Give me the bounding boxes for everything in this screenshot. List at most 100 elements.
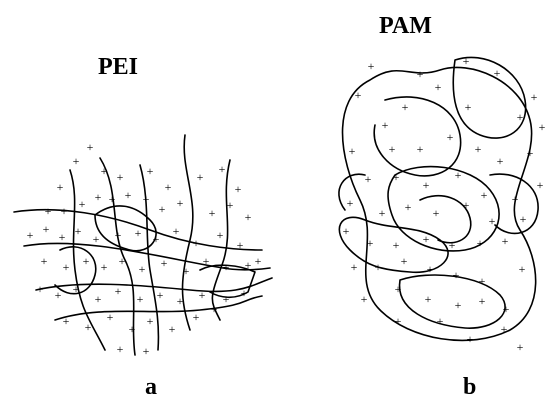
- charge-marker: +: [109, 192, 116, 206]
- charge-marker: +: [494, 66, 501, 80]
- charge-marker: +: [455, 298, 462, 312]
- caption-a: a: [145, 374, 157, 399]
- charge-marker: +: [125, 188, 132, 202]
- charge-marker: +: [503, 302, 510, 316]
- charge-marker: +: [193, 310, 200, 324]
- charge-marker: +: [129, 322, 136, 336]
- charge-marker: +: [455, 168, 462, 182]
- charge-marker: +: [435, 80, 442, 94]
- charge-marker: +: [63, 314, 70, 328]
- charge-marker: +: [223, 292, 230, 306]
- charge-marker: +: [143, 192, 150, 206]
- charge-marker: +: [475, 142, 482, 156]
- charge-marker: +: [57, 180, 64, 194]
- charge-marker: +: [237, 238, 244, 252]
- charge-marker: +: [351, 260, 358, 274]
- pam-charges: + + + + + + + + + + + + + + + + + + + + + + + + + + + + + + + + + + + + + + + +…: [343, 54, 546, 354]
- charge-marker: +: [343, 224, 350, 238]
- charge-marker: +: [463, 54, 470, 68]
- charge-marker: +: [45, 204, 52, 218]
- charge-marker: +: [368, 59, 375, 73]
- charge-marker: +: [393, 170, 400, 184]
- charge-marker: +: [355, 88, 362, 102]
- charge-marker: +: [417, 67, 424, 81]
- charge-marker: +: [139, 262, 146, 276]
- charge-marker: +: [375, 260, 382, 274]
- charge-marker: +: [95, 292, 102, 306]
- charge-marker: +: [241, 286, 248, 300]
- charge-marker: +: [423, 178, 430, 192]
- charge-marker: +: [463, 198, 470, 212]
- charge-marker: +: [197, 170, 204, 184]
- charge-marker: +: [517, 340, 524, 354]
- charge-marker: +: [79, 197, 86, 211]
- charge-marker: +: [87, 140, 94, 154]
- charge-marker: +: [177, 196, 184, 210]
- charge-marker: +: [43, 222, 50, 236]
- charge-marker: +: [453, 268, 460, 282]
- pei-title: PEI: [98, 54, 138, 80]
- charge-marker: +: [447, 130, 454, 144]
- charge-marker: +: [135, 226, 142, 240]
- charge-marker: +: [389, 142, 396, 156]
- charge-marker: +: [402, 100, 409, 114]
- charge-marker: +: [107, 310, 114, 324]
- charge-marker: +: [465, 100, 472, 114]
- charge-marker: +: [119, 254, 126, 268]
- charge-marker: +: [93, 232, 100, 246]
- charge-marker: +: [165, 180, 172, 194]
- charge-marker: +: [159, 202, 166, 216]
- charge-marker: +: [361, 292, 368, 306]
- charge-marker: +: [235, 182, 242, 196]
- charge-marker: +: [477, 236, 484, 250]
- charge-marker: +: [217, 228, 224, 242]
- charge-marker: +: [183, 264, 190, 278]
- charge-marker: +: [467, 332, 474, 346]
- charge-marker: +: [73, 154, 80, 168]
- charge-marker: +: [449, 238, 456, 252]
- charge-marker: +: [209, 206, 216, 220]
- charge-marker: +: [115, 284, 122, 298]
- charge-marker: +: [115, 228, 122, 242]
- charge-marker: +: [527, 146, 534, 160]
- charge-marker: +: [41, 254, 48, 268]
- charge-marker: +: [497, 154, 504, 168]
- charge-marker: +: [63, 260, 70, 274]
- charge-marker: +: [245, 210, 252, 224]
- charge-marker: +: [153, 232, 160, 246]
- charge-marker: +: [437, 314, 444, 328]
- charge-marker: +: [479, 274, 486, 288]
- charge-marker: +: [37, 282, 44, 296]
- charge-marker: +: [502, 234, 509, 248]
- charge-marker: +: [367, 236, 374, 250]
- charge-marker: +: [211, 302, 218, 316]
- charge-marker: +: [501, 322, 508, 336]
- charge-marker: +: [117, 170, 124, 184]
- charge-marker: +: [157, 288, 164, 302]
- charge-marker: +: [520, 212, 527, 226]
- charge-marker: +: [519, 262, 526, 276]
- charge-marker: +: [395, 282, 402, 296]
- charge-marker: +: [255, 254, 262, 268]
- charge-marker: +: [349, 144, 356, 158]
- charge-marker: +: [203, 254, 210, 268]
- charge-marker: +: [539, 120, 546, 134]
- charge-marker: +: [512, 192, 519, 206]
- charge-marker: +: [245, 258, 252, 272]
- charge-marker: +: [85, 320, 92, 334]
- charge-marker: +: [379, 206, 386, 220]
- charge-marker: +: [95, 190, 102, 204]
- charge-marker: +: [382, 118, 389, 132]
- charge-marker: +: [481, 188, 488, 202]
- charge-marker: +: [393, 238, 400, 252]
- charge-marker: +: [401, 254, 408, 268]
- charge-marker: +: [537, 178, 544, 192]
- charge-marker: +: [177, 294, 184, 308]
- charge-marker: +: [27, 228, 34, 242]
- charge-marker: +: [489, 214, 496, 228]
- charge-marker: +: [417, 142, 424, 156]
- charge-marker: +: [219, 162, 226, 176]
- charge-marker: +: [227, 198, 234, 212]
- charge-marker: +: [365, 172, 372, 186]
